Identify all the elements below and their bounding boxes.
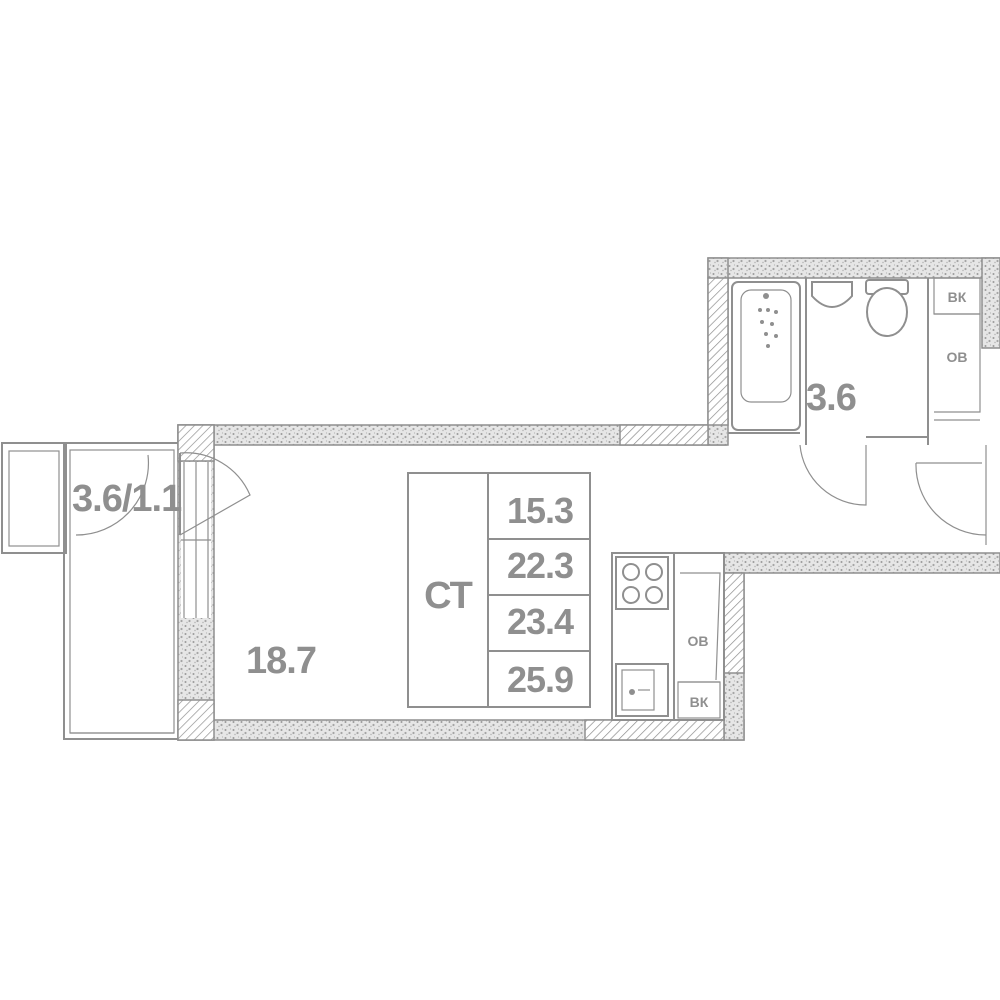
apartment-type-label: СТ (424, 575, 472, 617)
bathroom-ov-label: ОВ (947, 349, 968, 365)
bathroom-vk-label: ВК (948, 289, 967, 305)
bathroom (728, 277, 987, 545)
total-area-2: 22.3 (507, 545, 573, 586)
kitchen (611, 552, 725, 721)
bathroom-area-label: 3.6 (806, 377, 856, 419)
balcony-door (75, 452, 251, 536)
total-area-3: 23.4 (507, 601, 574, 642)
kitchen-vk-label: ВК (690, 694, 709, 710)
balcony-area-label: 3.6/1.1 (72, 478, 182, 520)
area-table (407, 472, 591, 708)
window (181, 462, 211, 618)
living-area-label: 18.7 (246, 640, 316, 682)
kitchen-ov-label: ОВ (688, 633, 709, 649)
total-area-1: 15.3 (507, 490, 573, 531)
total-area-4: 25.9 (507, 659, 573, 700)
